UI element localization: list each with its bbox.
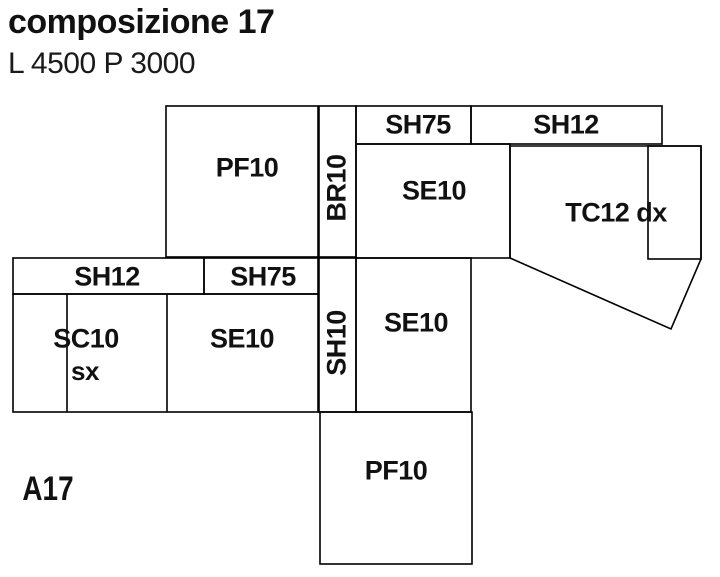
module-pf10-top-outline bbox=[165, 105, 319, 258]
module-label-sc10-side: sx bbox=[71, 356, 99, 386]
module-label-sc10: SC10 bbox=[53, 323, 119, 354]
module-sh12-top-outline bbox=[470, 105, 663, 145]
module-label-tc12: TC12 dx bbox=[565, 197, 667, 228]
module-label-sh12-top: SH12 bbox=[533, 109, 599, 140]
module-tc12-armrest-outline bbox=[647, 145, 702, 260]
module-label-se10-center: SE10 bbox=[383, 307, 449, 338]
module-label-br10: BR10 bbox=[321, 154, 352, 222]
module-label-sh10: SH10 bbox=[321, 310, 352, 376]
dimensions-label: L 4500 P 3000 bbox=[8, 47, 196, 80]
module-label-pf10-top: PF10 bbox=[215, 152, 279, 183]
module-label-se10-left: SE10 bbox=[209, 323, 275, 354]
module-label-sh75-left: SH75 bbox=[230, 261, 296, 292]
plan-code-label: A17 bbox=[22, 470, 74, 508]
page-title: composizione 17 bbox=[8, 3, 275, 41]
left-seating-body-outline bbox=[12, 293, 319, 413]
module-pf10-bottom-outline bbox=[319, 411, 473, 565]
module-label-se10-top: SE10 bbox=[401, 175, 467, 206]
module-label-sh75-top: SH75 bbox=[385, 109, 451, 140]
module-label-sh12-left: SH12 bbox=[74, 261, 140, 292]
module-label-pf10-bottom: PF10 bbox=[364, 455, 428, 486]
module-tc12-outline bbox=[509, 145, 702, 331]
